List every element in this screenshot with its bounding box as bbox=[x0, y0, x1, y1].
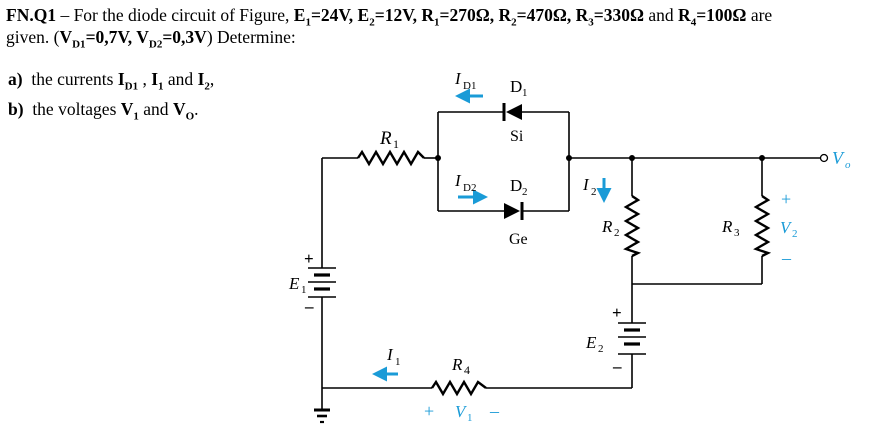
svg-text:2: 2 bbox=[614, 227, 620, 239]
dash: – bbox=[56, 5, 74, 25]
svg-text:R: R bbox=[601, 217, 613, 236]
determine-text: ) Determine: bbox=[206, 27, 296, 47]
svg-text:E: E bbox=[585, 333, 597, 352]
svg-text:1: 1 bbox=[522, 87, 528, 99]
question-a: a) the currents ID1 , I1 and I2, bbox=[8, 69, 215, 93]
svg-text:R: R bbox=[451, 355, 463, 374]
value-r3: R3=330Ω bbox=[575, 5, 645, 29]
svg-text:1: 1 bbox=[395, 356, 401, 368]
svg-text:V: V bbox=[780, 218, 793, 237]
svg-text:D: D bbox=[510, 77, 522, 96]
svg-text:I: I bbox=[454, 69, 462, 88]
output-vo-label: V o bbox=[832, 148, 851, 171]
svg-text:+: + bbox=[612, 303, 622, 322]
svg-text:R: R bbox=[721, 217, 733, 236]
ground-symbol bbox=[314, 408, 330, 424]
svg-text:–: – bbox=[304, 297, 314, 316]
problem-id: FN.Q1 bbox=[6, 5, 57, 25]
svg-text:D1: D1 bbox=[463, 80, 476, 92]
svg-text:2: 2 bbox=[591, 186, 597, 198]
resistor-r2: R 2 bbox=[601, 195, 642, 258]
svg-text:1: 1 bbox=[467, 412, 473, 424]
current-i2: I 2 bbox=[582, 175, 612, 203]
svg-text:–: – bbox=[781, 248, 792, 268]
svg-text:+: + bbox=[304, 249, 314, 268]
voltage-v1: + V 1 – bbox=[424, 401, 500, 424]
svg-text:o: o bbox=[845, 159, 851, 171]
diode-d2: D 2 Ge bbox=[504, 176, 528, 248]
value-e1: E1=24V, bbox=[293, 5, 358, 29]
svg-text:I: I bbox=[454, 171, 462, 190]
svg-text:2: 2 bbox=[598, 343, 604, 355]
junctions bbox=[435, 153, 829, 163]
junction-dot bbox=[759, 155, 765, 161]
problem-intro: For the diode circuit of Figure, bbox=[73, 5, 294, 25]
given-word: given. ( bbox=[6, 27, 60, 47]
svg-text:+: + bbox=[781, 189, 791, 209]
svg-text:2: 2 bbox=[522, 186, 528, 198]
question-list: a) the currents ID1 , I1 and I2, b) the … bbox=[8, 64, 214, 124]
diode-d1: D 1 Si bbox=[502, 77, 528, 145]
junction-dot bbox=[435, 155, 441, 161]
svg-text:–: – bbox=[612, 357, 622, 376]
value-e2: E2=12V, bbox=[357, 5, 422, 29]
svg-text:V: V bbox=[455, 402, 468, 421]
svg-text:–: – bbox=[489, 401, 500, 421]
resistor-r4: R 4 bbox=[431, 355, 487, 397]
current-i1: I 1 bbox=[372, 345, 401, 382]
value-r2: R2=470Ω, bbox=[498, 5, 576, 29]
resistor-r3: R 3 bbox=[721, 195, 772, 258]
resistor-r1: R 1 bbox=[357, 128, 425, 167]
current-id1: I D1 bbox=[454, 69, 483, 104]
wires bbox=[321, 111, 820, 410]
battery-e2: + – E 2 bbox=[585, 303, 646, 376]
svg-text:I: I bbox=[386, 345, 394, 364]
svg-text:V: V bbox=[832, 148, 845, 168]
line1-tail: are bbox=[746, 5, 773, 25]
problem-statement: FN.Q1 – For the diode circuit of Figure,… bbox=[6, 4, 890, 51]
svg-text:I: I bbox=[582, 175, 590, 194]
svg-text:D2: D2 bbox=[463, 182, 476, 194]
battery-e1: + – E 1 bbox=[288, 249, 336, 316]
svg-text:4: 4 bbox=[464, 363, 470, 377]
svg-text:Si: Si bbox=[510, 128, 524, 145]
svg-text:E: E bbox=[288, 274, 300, 293]
value-r1: R1=270Ω, bbox=[421, 5, 499, 29]
value-vd1: VD1=0,7V, bbox=[59, 27, 137, 51]
svg-text:D: D bbox=[510, 176, 522, 195]
question-b: b) the voltages V1 and VO. bbox=[8, 99, 199, 123]
svg-text:Ge: Ge bbox=[509, 231, 528, 248]
svg-text:+: + bbox=[424, 401, 434, 421]
and-word: and bbox=[644, 5, 679, 25]
junction-dot bbox=[629, 155, 635, 161]
current-id2: I D2 bbox=[454, 171, 488, 205]
output-terminal bbox=[819, 153, 829, 163]
svg-text:R: R bbox=[379, 128, 392, 149]
svg-text:1: 1 bbox=[393, 137, 399, 151]
voltage-v2: + V 2 – bbox=[780, 189, 798, 268]
value-vd2: VD2=0,3V bbox=[136, 27, 207, 51]
junction-dot bbox=[566, 155, 572, 161]
svg-text:1: 1 bbox=[301, 284, 307, 296]
value-r4: R4=100Ω bbox=[678, 5, 747, 29]
svg-text:3: 3 bbox=[734, 227, 740, 239]
svg-text:2: 2 bbox=[792, 228, 798, 240]
